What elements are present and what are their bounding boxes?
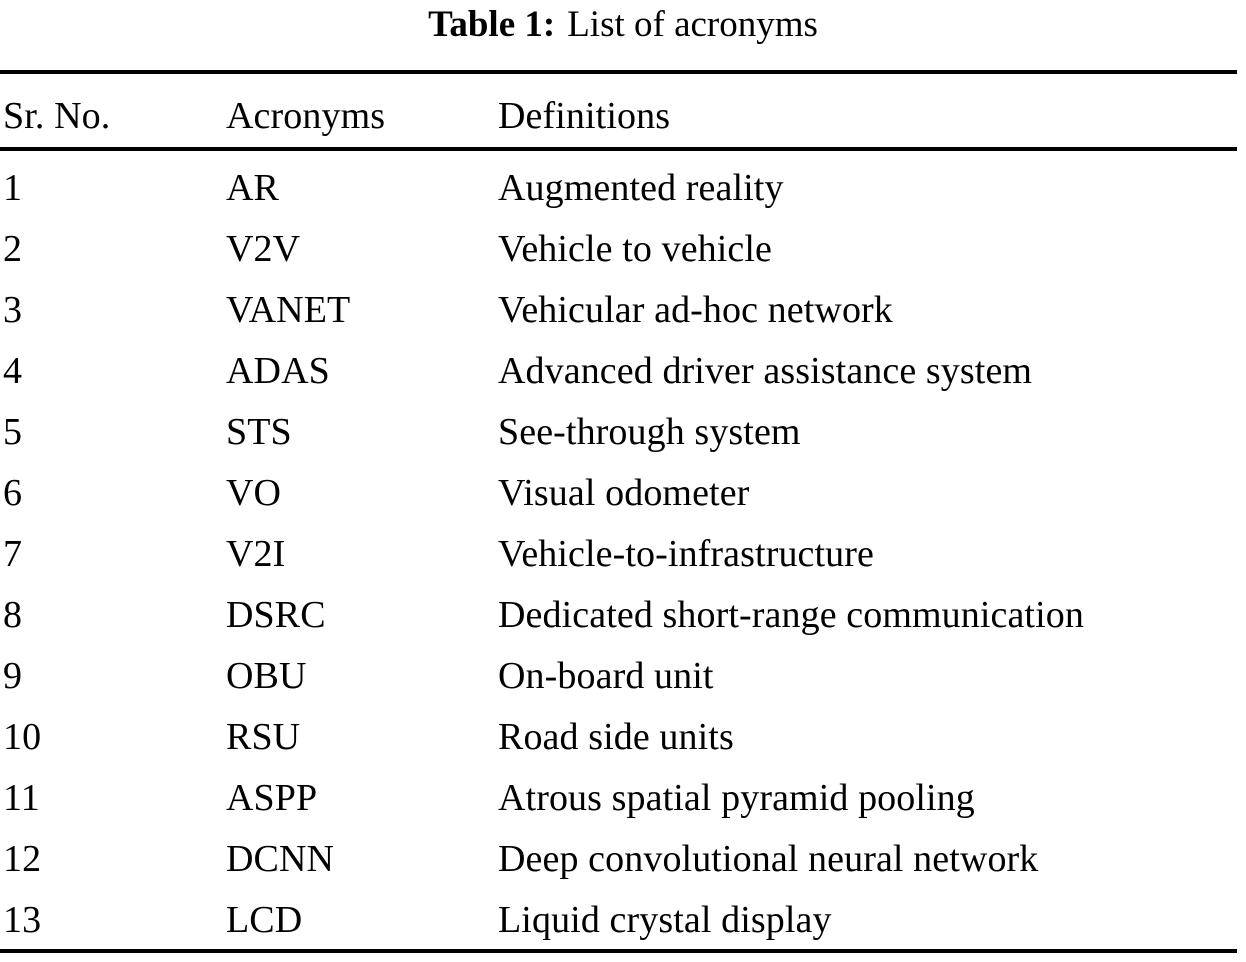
cell-sr-no: 5	[3, 411, 23, 453]
cell-definition: Visual odometer	[498, 472, 750, 514]
cell-acronym: V2V	[226, 228, 301, 270]
caption-text: List of acronyms	[567, 4, 818, 45]
cell-sr-no: 3	[3, 289, 23, 331]
table-header-row: Sr. No. Acronyms Definitions	[0, 86, 1246, 147]
cell-sr-no: 2	[3, 228, 23, 270]
cell-sr-no: 12	[3, 838, 42, 880]
cell-definition: Augmented reality	[498, 167, 784, 209]
cell-definition: Atrous spatial pyramid pooling	[498, 777, 975, 819]
cell-acronym: LCD	[226, 899, 303, 941]
cell-acronym: VANET	[226, 289, 351, 331]
cell-acronym: V2I	[226, 533, 286, 575]
table-row: 6 VO Visual odometer	[0, 463, 1246, 524]
table-bottom-rule	[0, 949, 1237, 953]
cell-acronym: STS	[226, 411, 292, 453]
cell-definition: On-board unit	[498, 655, 714, 697]
cell-sr-no: 4	[3, 350, 23, 392]
table-header-rule	[0, 147, 1237, 151]
column-header-acronyms: Acronyms	[226, 95, 386, 137]
table-row: 5 STS See-through system	[0, 402, 1246, 463]
table-row: 2 V2V Vehicle to vehicle	[0, 219, 1246, 280]
cell-definition: Vehicular ad-hoc network	[498, 289, 893, 331]
column-header-sr-no: Sr. No.	[3, 95, 111, 137]
cell-acronym: VO	[226, 472, 282, 514]
cell-sr-no: 7	[3, 533, 23, 575]
table-row: 8 DSRC Dedicated short-range communication	[0, 585, 1246, 646]
table-row: 11 ASPP Atrous spatial pyramid pooling	[0, 768, 1246, 829]
table-caption: Table 1: List of acronyms	[0, 0, 1246, 56]
table-row: 10 RSU Road side units	[0, 707, 1246, 768]
cell-definition: Vehicle to vehicle	[498, 228, 773, 270]
cell-acronym: OBU	[226, 655, 307, 697]
cell-definition: Deep convolutional neural network	[498, 838, 1039, 880]
table-row: 1 AR Augmented reality	[0, 158, 1246, 219]
cell-definition: Road side units	[498, 716, 734, 758]
cell-sr-no: 6	[3, 472, 23, 514]
cell-acronym: DCNN	[226, 838, 335, 880]
cell-sr-no: 11	[3, 777, 40, 819]
cell-sr-no: 8	[3, 594, 23, 636]
cell-acronym: DSRC	[226, 594, 326, 636]
cell-sr-no: 9	[3, 655, 23, 697]
table-row: 3 VANET Vehicular ad-hoc network	[0, 280, 1246, 341]
table-row: 9 OBU On-board unit	[0, 646, 1246, 707]
cell-acronym: AR	[226, 167, 279, 209]
cell-acronym: RSU	[226, 716, 301, 758]
table-row: 7 V2I Vehicle-to-infrastructure	[0, 524, 1246, 585]
cell-definition: Advanced driver assistance system	[498, 350, 1033, 392]
cell-sr-no: 1	[3, 167, 23, 209]
cell-definition: Vehicle-to-infrastructure	[498, 533, 874, 575]
cell-definition: See-through system	[498, 411, 801, 453]
table-row: 13 LCD Liquid crystal display	[0, 890, 1246, 951]
cell-acronym: ASPP	[226, 777, 318, 819]
table-row: 4 ADAS Advanced driver assistance system	[0, 341, 1246, 402]
table-row: 12 DCNN Deep convolutional neural network	[0, 829, 1246, 890]
cell-sr-no: 13	[3, 899, 42, 941]
caption-label: Table 1:	[428, 4, 556, 45]
cell-sr-no: 10	[3, 716, 42, 758]
column-header-definitions: Definitions	[498, 95, 671, 137]
table-top-rule	[0, 70, 1237, 74]
cell-definition: Dedicated short-range communication	[498, 594, 1084, 636]
cell-definition: Liquid crystal display	[498, 899, 832, 941]
cell-acronym: ADAS	[226, 350, 330, 392]
